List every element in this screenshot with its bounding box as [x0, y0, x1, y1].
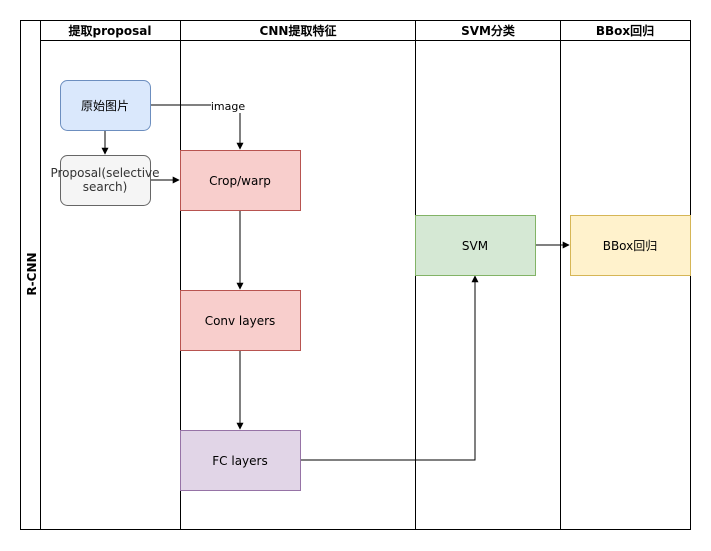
node-conv-layers-box	[180, 290, 301, 351]
node-conv-layers[interactable]: Conv layers	[180, 290, 301, 351]
node-crop-warp-box	[180, 150, 301, 211]
lane-bbox-title: BBox回归	[596, 23, 654, 38]
node-proposal[interactable]: Proposal(selective search)	[50, 155, 160, 206]
edge-label-image-text: image	[211, 100, 245, 113]
node-fc-layers-label: FC layers	[212, 454, 267, 468]
node-crop-warp-label: Crop/warp	[209, 174, 271, 188]
node-conv-layers-label: Conv layers	[205, 314, 276, 328]
node-crop-warp[interactable]: Crop/warp	[180, 150, 301, 211]
node-proposal-box	[60, 155, 151, 206]
node-bbox[interactable]: BBox回归	[570, 215, 691, 276]
node-original-image-label: 原始图片	[81, 99, 129, 113]
node-svm[interactable]: SVM	[415, 215, 536, 276]
node-fc-layers[interactable]: FC layers	[180, 430, 301, 491]
node-original-image[interactable]: 原始图片	[60, 80, 151, 131]
lane-cnn-title: CNN提取特征	[260, 23, 337, 38]
node-bbox-label: BBox回归	[603, 239, 658, 253]
edge-fc-to-svm	[300, 275, 479, 461]
pool-title: R-CNN	[25, 252, 39, 295]
lane-svm-title: SVM分类	[461, 23, 516, 38]
edge-label-image-bg	[211, 99, 245, 113]
node-svm-label: SVM	[462, 239, 488, 253]
lane-proposal: 提取proposal	[40, 20, 181, 530]
node-bbox-box	[570, 215, 691, 276]
node-proposal-label-line1: Proposal(selective	[50, 166, 159, 180]
edge-label-image: image	[211, 99, 245, 113]
node-svm-box	[415, 215, 536, 276]
lane-cnn: CNN提取特征	[180, 20, 416, 530]
lane-proposal-title: 提取proposal	[69, 23, 152, 38]
node-original-image-box	[60, 80, 151, 131]
node-proposal-label-line2: search)	[83, 180, 128, 194]
node-fc-layers-box	[180, 430, 301, 491]
